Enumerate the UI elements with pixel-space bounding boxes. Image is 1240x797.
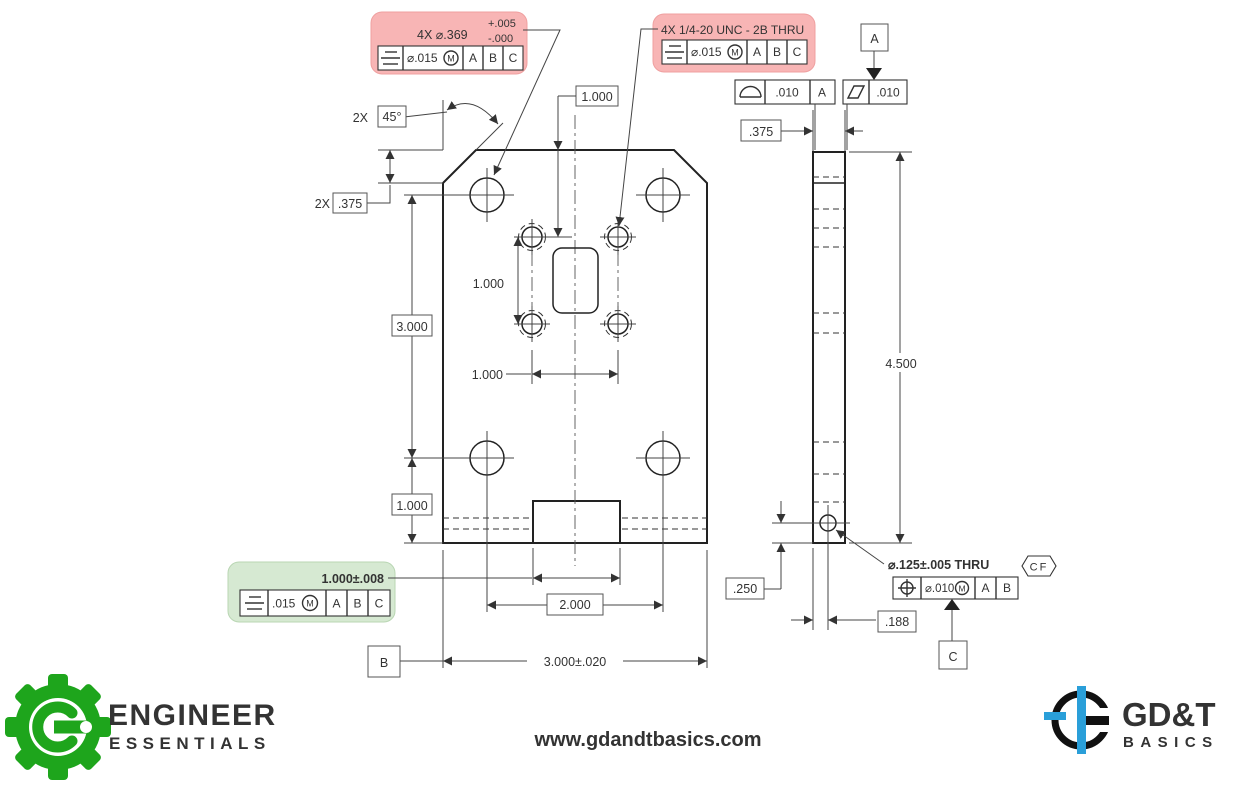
- symmetry-icon: [381, 51, 400, 65]
- hole-to-bottom-label: .250: [733, 582, 757, 596]
- side-view: [772, 151, 850, 630]
- tapped-holes-spec-label: 4X 1/4-20 UNC - 2B THRU: [661, 23, 804, 37]
- center-slot: [552, 247, 599, 314]
- thickness-label: .375: [749, 125, 773, 139]
- slot-callout: 1.000±.008 .015 M A B C: [239, 572, 391, 617]
- fcf-datum-2: B: [489, 51, 497, 65]
- symmetry-icon: [665, 45, 684, 59]
- pattern-holes-callout: 4X ⌀.369 +.005 -.000 ⌀.015 M A B C: [377, 18, 561, 176]
- continuous-feature-label: CF: [1030, 562, 1049, 574]
- small-hole-note: ⌀.125±.005 THRU CF: [835, 529, 1057, 577]
- mmc-modifier-icon: [443, 50, 459, 66]
- symmetry-icon: [245, 596, 264, 610]
- profile-fcf: .010 A: [734, 79, 836, 150]
- mmc-modifier-icon: [727, 44, 743, 60]
- flatness-icon: [846, 85, 866, 99]
- chamfer-qty-label: 2X: [353, 111, 369, 125]
- top-to-tapped-label: 1.000: [581, 90, 612, 104]
- datum-c-symbol: C: [938, 599, 968, 670]
- front-bottom-boss: [532, 500, 621, 543]
- gdt-basics-line2: BASICS: [1123, 734, 1219, 751]
- pattern-holes-size-label: 4X ⌀.369: [417, 28, 468, 42]
- engineer-essentials-line2: ESSENTIALS: [109, 734, 271, 753]
- large-hole-top-left: [460, 168, 514, 222]
- fcf-datum-3: C: [375, 597, 384, 611]
- fcf-datum-1: A: [332, 597, 340, 611]
- position-fcf: ⌀.010 M A B: [892, 576, 1019, 600]
- fcf-modifier: M: [447, 54, 455, 64]
- large-hole-top-right: [636, 168, 690, 222]
- pattern-holes-lower-tol: -.000: [488, 33, 513, 45]
- fcf-tolerance: ⌀.015: [407, 51, 438, 65]
- gdt-position-mark-icon: [1044, 686, 1112, 754]
- side-dimensions: .375 4.500 .250 .188: [725, 110, 924, 633]
- fcf-datum-2: B: [773, 45, 781, 59]
- fcf-datum-3: C: [509, 51, 518, 65]
- tapped-hole-top-right: [600, 219, 636, 255]
- engineer-essentials-logo: ENGINEER ESSENTIALS: [5, 674, 277, 780]
- datum-triangle-icon: [866, 68, 882, 80]
- fcf-tolerance: .015: [272, 597, 296, 611]
- fcf-datum-2: B: [353, 597, 361, 611]
- website-url: www.gdandtbasics.com: [533, 729, 761, 751]
- side-plate-outline: [812, 151, 846, 544]
- fcf-tolerance: ⌀.015: [691, 45, 722, 59]
- pattern-holes-fcf: ⌀.015 M A B C: [377, 45, 524, 71]
- front-dimensions: 2X 45° 2X .375 1.000 3.000 1.000 1.000: [315, 85, 708, 678]
- large-hole-bottom-right: [636, 431, 690, 485]
- position-datum-2: B: [1003, 581, 1011, 595]
- mmc-modifier-icon: [301, 594, 319, 612]
- gear-icon: [5, 674, 111, 780]
- hole-columns-label: 2.000: [559, 598, 590, 612]
- position-icon: [898, 579, 916, 597]
- hole-rows-label: 3.000: [396, 320, 427, 334]
- overall-width-label: 3.000±.020: [544, 655, 607, 669]
- flatness-tolerance: .010: [876, 86, 900, 100]
- fcf-datum-1: A: [753, 45, 761, 59]
- profile-of-surface-icon: [739, 85, 762, 98]
- profile-datum: A: [818, 86, 826, 100]
- profile-tolerance: .010: [775, 86, 799, 100]
- chamfer-angle-label: 45°: [383, 110, 402, 124]
- tapped-holes-fcf: ⌀.015 M A B C: [661, 39, 808, 65]
- hole-to-face-label: .188: [885, 615, 909, 629]
- tapped-holes-callout: 4X 1/4-20 UNC - 2B THRU ⌀.015 M A B C: [615, 23, 808, 227]
- fcf-modifier: M: [731, 48, 739, 58]
- position-datum-1: A: [981, 581, 989, 595]
- fcf-datum-1: A: [469, 51, 477, 65]
- fcf-datum-3: C: [793, 45, 802, 59]
- chamfer-depth-label: .375: [338, 197, 362, 211]
- tapped-vertical-label: 1.000: [473, 277, 504, 291]
- fcf-modifier: M: [306, 599, 314, 609]
- slot-fcf: .015 M A B C: [239, 589, 391, 617]
- datum-a-label: A: [870, 32, 879, 46]
- slot-width-label: 1.000±.008: [322, 572, 385, 586]
- front-view: [442, 115, 708, 566]
- row-to-bottom-label: 1.000: [396, 499, 427, 513]
- pattern-holes-upper-tol: +.005: [488, 18, 516, 30]
- engineer-essentials-line1: ENGINEER: [108, 699, 277, 732]
- small-hole-spec-label: ⌀.125±.005 THRU: [888, 558, 989, 572]
- large-hole-bottom-left: [460, 431, 514, 485]
- flatness-fcf: .010: [842, 79, 908, 150]
- height-label: 4.500: [885, 357, 916, 371]
- position-tolerance: ⌀.010: [925, 583, 954, 595]
- tapped-horizontal-label: 1.000: [472, 368, 503, 382]
- datum-a-symbol: A: [860, 23, 889, 80]
- position-modifier: M: [958, 584, 965, 594]
- gdt-basics-line1: GD&T: [1122, 696, 1216, 733]
- continuous-feature-icon: [1021, 555, 1057, 577]
- datum-c-label: C: [948, 650, 957, 664]
- gdt-basics-logo: GD&T BASICS: [1044, 686, 1219, 754]
- datum-triangle-icon: [944, 599, 960, 610]
- datum-b-label: B: [380, 656, 388, 670]
- chamfer-depth-qty-label: 2X: [315, 197, 331, 211]
- mmc-modifier-icon: [954, 580, 970, 596]
